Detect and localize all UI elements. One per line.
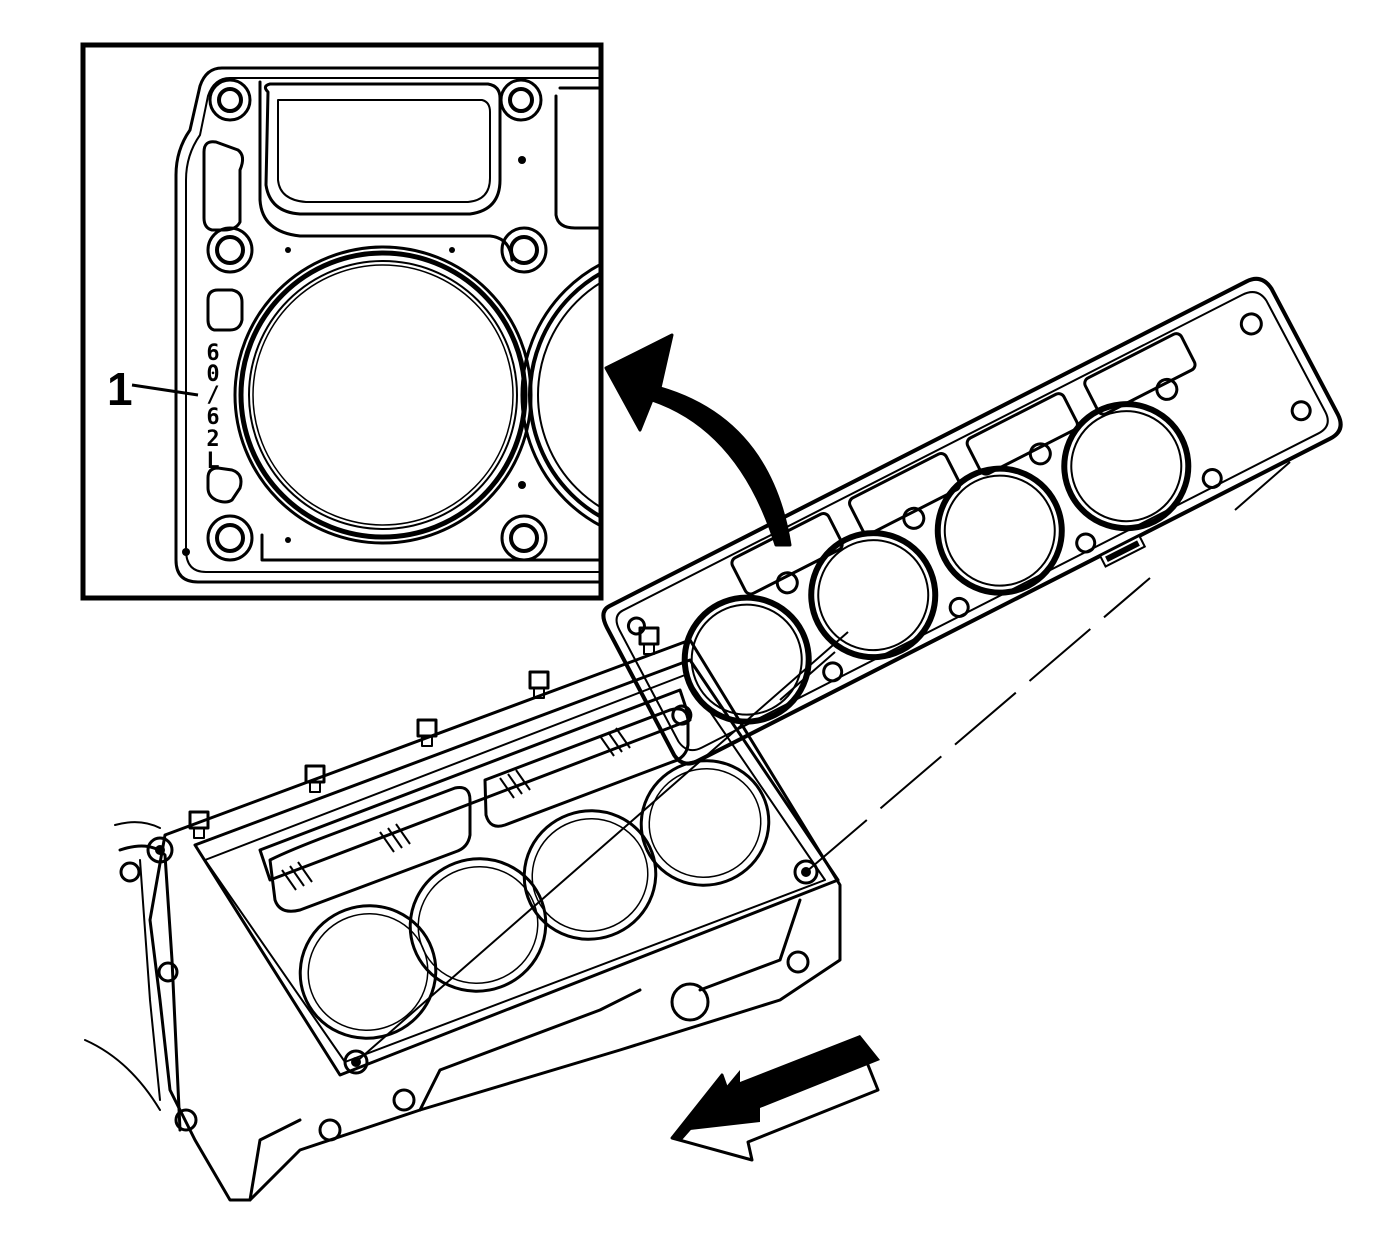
cylinder-bore-ring — [233, 245, 533, 545]
curved-arrow-icon — [604, 333, 792, 547]
alignment-line-rear — [805, 577, 1151, 873]
svg-text:2: 2 — [206, 427, 219, 452]
detail-inset: 6 0 / 6 2 L 1 — [80, 42, 604, 601]
alignment-line-front — [355, 631, 849, 1063]
gasket-bore-1 — [681, 594, 812, 725]
bolt-hole-top-left — [208, 78, 252, 122]
bolt-hole-mid-right — [500, 226, 548, 274]
svg-text:L: L — [206, 449, 219, 474]
svg-text:6: 6 — [206, 405, 219, 430]
block-bore-2 — [408, 857, 548, 993]
gasket-bore-3 — [934, 465, 1065, 596]
block-bore-3 — [522, 809, 658, 941]
engine-block — [84, 626, 842, 1202]
gasket-bore-2 — [808, 530, 939, 661]
callout-leader-line — [131, 383, 199, 397]
head-gasket — [601, 276, 1343, 766]
bolt-hole-top-mid — [499, 78, 543, 122]
svg-text:0: 0 — [206, 362, 219, 387]
dowel-hole-rear — [793, 859, 819, 885]
gasket-stamp-text: 6 0 / 6 2 L — [206, 341, 219, 474]
dowel-hole-front — [343, 1049, 369, 1075]
bolt-hole-bottom-left — [206, 514, 254, 562]
gasket-bore-4 — [1061, 401, 1192, 532]
callout-number: 1 — [107, 363, 133, 415]
inset-frame — [80, 42, 604, 601]
block-bolts — [188, 626, 660, 839]
alignment-line-rear-upper — [1234, 461, 1291, 511]
front-direction-arrow-icon — [670, 1035, 880, 1162]
svg-text:/: / — [206, 383, 219, 408]
alignment-line-front-upper — [779, 651, 836, 701]
svg-text:6: 6 — [206, 341, 219, 366]
